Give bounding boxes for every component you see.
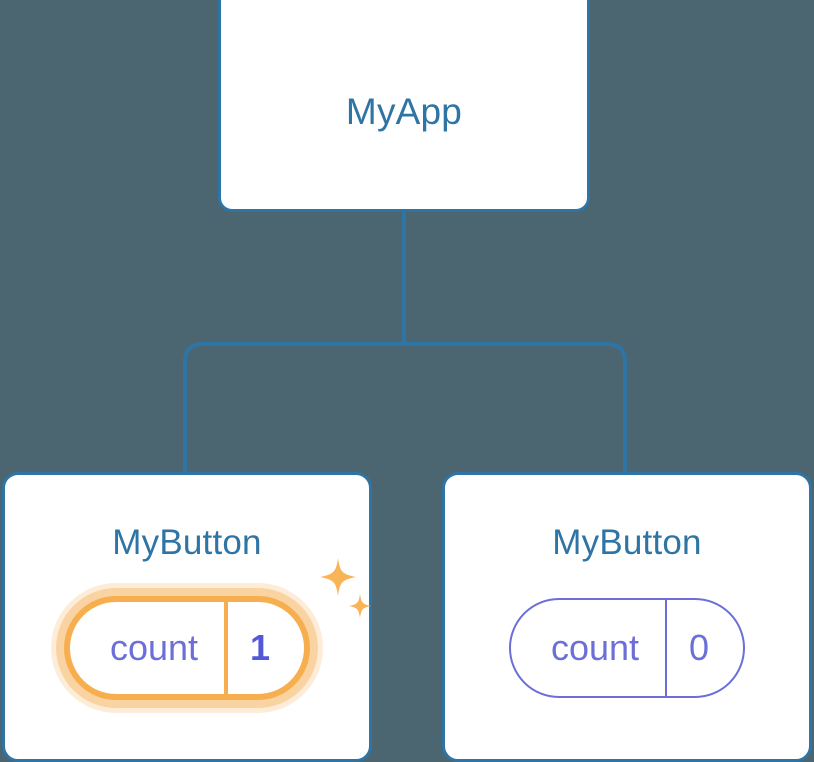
node-card-mybutton-2[interactable]: MyButton count 0 (442, 472, 812, 762)
node-card-mybutton-1[interactable]: MyButton count 1 (2, 472, 372, 762)
prop-badge-value-2: 0 (665, 599, 743, 696)
prop-badge-container-1: count 1 (5, 580, 369, 715)
node-title-myapp: MyApp (345, 91, 463, 132)
prop-badge-count-1[interactable]: count 1 (63, 595, 311, 700)
connector-branch-bar (183, 342, 627, 474)
prop-badge-value-1: 1 (224, 601, 304, 694)
prop-badge-key-1: count (109, 626, 199, 668)
node-card-myapp[interactable]: MyApp (218, 0, 590, 212)
prop-badge-count-2[interactable]: count 0 (508, 597, 746, 698)
prop-badge-container-2: count 0 (445, 580, 809, 715)
prop-badge-key-2: count (550, 626, 640, 668)
node-title-mybutton-1: MyButton (112, 523, 262, 562)
node-title-mybutton-2: MyButton (552, 523, 702, 562)
